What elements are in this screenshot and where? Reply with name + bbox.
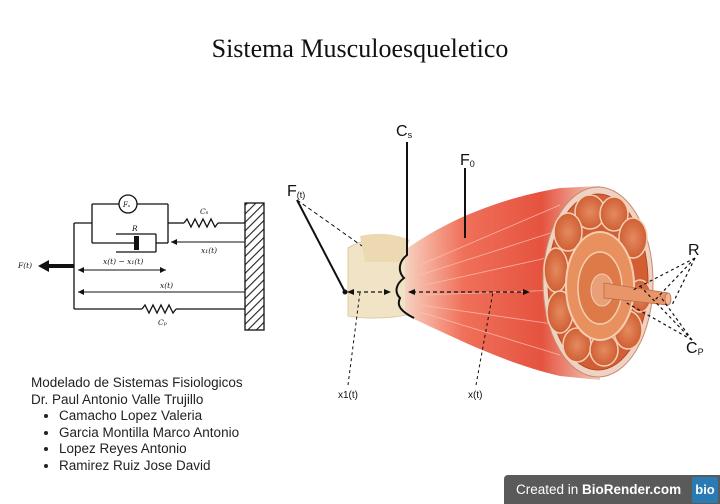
ft-muscle-label: F(t) (287, 183, 305, 200)
instructor-name: Dr. Paul Antonio Valle Trujillo (31, 391, 204, 407)
x-label: x(t) (160, 281, 173, 290)
mechanical-model (38, 194, 265, 331)
biorender-logo-icon: bio (692, 476, 718, 503)
cp-label: Cₚ (158, 318, 167, 327)
fs-label: Fₛ (122, 201, 131, 209)
x-minus-x1-label: x(t) − x₁(t) (103, 257, 143, 266)
cs-pointer-line (395, 142, 415, 319)
x1-muscle-label: x1(t) (338, 390, 358, 401)
series-spring (183, 217, 219, 229)
author-item: Lopez Reyes Antonio (59, 441, 243, 458)
page-title: Sistema Musculoesqueletico (211, 34, 509, 63)
cp-muscle-label: CP (686, 340, 704, 357)
course-info: Modelado de Sistemas Fisiologicos Dr. Pa… (31, 375, 243, 475)
course-name: Modelado de Sistemas Fisiologicos (31, 375, 243, 390)
ft-pointer-line (296, 199, 346, 293)
author-item: Ramirez Ruiz Jose David (59, 458, 243, 475)
author-list: Camacho Lopez Valeria Garcia Montilla Ma… (31, 408, 243, 474)
badge-text: Created in BioRender.com (516, 482, 682, 497)
damper-piston (134, 236, 139, 250)
force-label: F(t) (17, 261, 32, 270)
muscle-illustration (296, 142, 696, 386)
cs-label: Cₛ (200, 207, 209, 216)
r-label: R (131, 224, 138, 233)
fixed-wall (244, 202, 265, 331)
parallel-spring (141, 303, 177, 315)
x-muscle-label: x(t) (468, 390, 482, 401)
cs-muscle-label: Cs (396, 123, 413, 140)
r-muscle-label: R (688, 242, 700, 259)
biorender-badge[interactable]: Created in BioRender.com bio (504, 475, 720, 504)
f0-muscle-label: F0 (460, 152, 475, 169)
force-arrow (38, 260, 49, 272)
author-item: Garcia Montilla Marco Antonio (59, 425, 243, 442)
author-item: Camacho Lopez Valeria (59, 408, 243, 425)
x1-label: x₁(t) (201, 246, 217, 255)
